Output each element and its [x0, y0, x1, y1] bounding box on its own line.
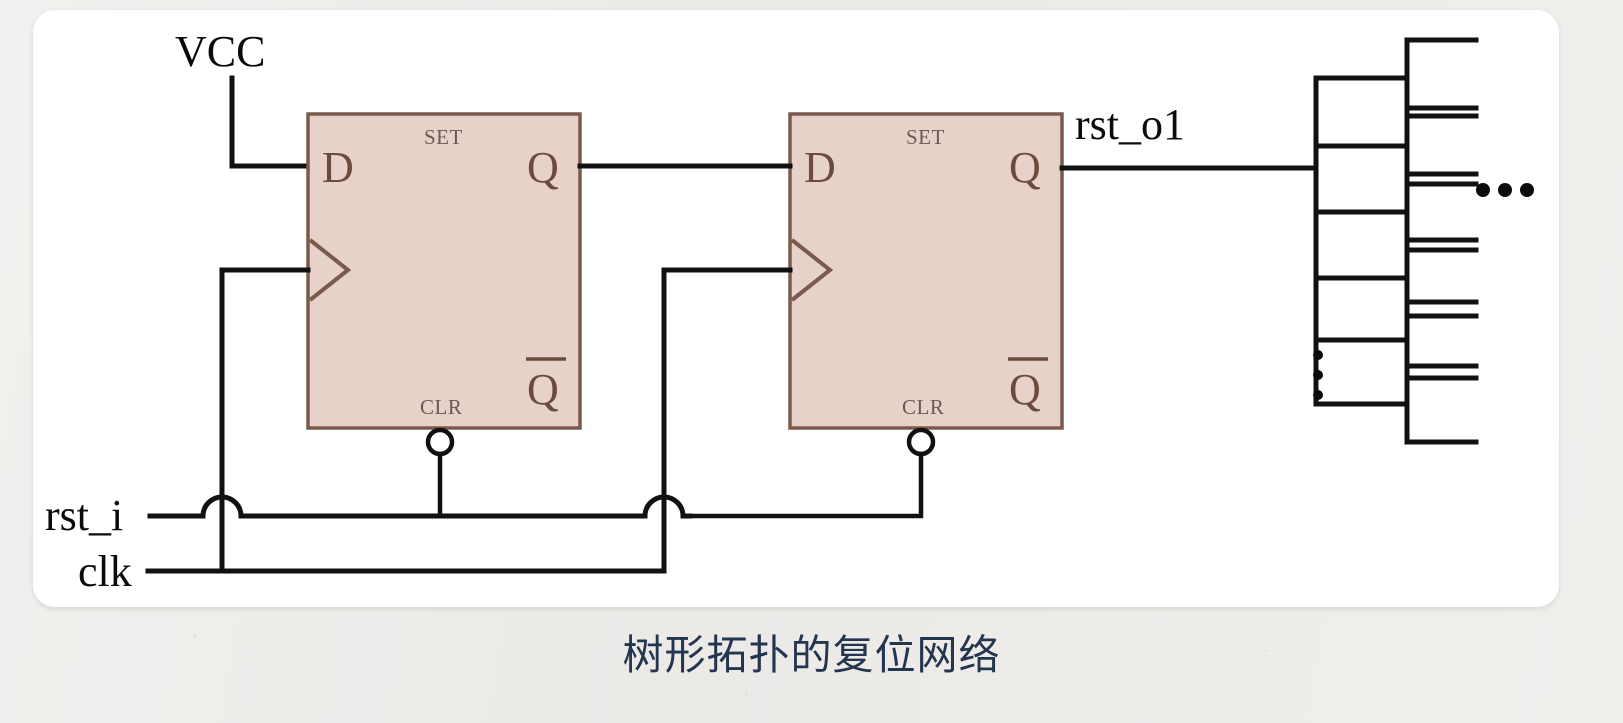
vcc-wire: [229, 75, 311, 169]
flipflop-2-clr-stem: [687, 451, 924, 519]
label-rst-i: rst_i: [45, 491, 123, 540]
reset-fanout-tree: [1313, 37, 1534, 445]
flipflop-1-pin-qbar: Q: [527, 365, 559, 414]
flipflop-2[interactable]: D SET Q CLR Q: [788, 112, 1064, 430]
flipflop-2-pin-set: SET: [906, 125, 945, 149]
tree-branch: [1313, 105, 1479, 187]
wire-rst-i: [147, 494, 693, 519]
label-vcc: VCC: [175, 27, 265, 76]
flipflop-2-pin-d: D: [804, 143, 836, 192]
flipflop-2-clock-triangle-icon: [790, 238, 834, 302]
flipflop-2-pin-q: Q: [1009, 143, 1041, 192]
tree-branch: [1313, 171, 1479, 253]
label-rst-o1: rst_o1: [1075, 100, 1185, 149]
flipflop-1-clock-triangle-icon: [308, 238, 352, 302]
flipflop-1-pin-set: SET: [424, 125, 463, 149]
flipflop-2-body: [788, 112, 1064, 430]
flipflop-1-body: [306, 112, 582, 430]
flipflop-1[interactable]: D SET Q CLR Q: [306, 112, 582, 430]
flipflop-2-clr-bubble-icon: [906, 427, 936, 457]
flipflop-1-pin-clr: CLR: [420, 395, 462, 419]
tree-branch: [1313, 363, 1479, 445]
label-clk: clk: [78, 547, 132, 596]
wire-clk-to-ff2: [219, 267, 793, 574]
tree-branch: [1313, 299, 1479, 381]
flipflop-1-clr-bubble-icon: [425, 427, 455, 457]
flipflop-1-pin-q: Q: [527, 143, 559, 192]
tree-branch: [1313, 37, 1479, 119]
wire-clk-to-ff1: [145, 267, 311, 574]
clr-net-ff2: [687, 427, 936, 519]
clr-net-ff1: [425, 427, 455, 519]
tree-horizontal-ellipsis-icon: [1476, 183, 1534, 197]
figure-caption: 树形拓扑的复位网络: [622, 631, 1001, 679]
flipflop-2-pin-clr: CLR: [902, 395, 944, 419]
tree-vertical-ellipsis-icon: [1313, 350, 1323, 400]
flipflop-2-pin-qbar: Q: [1009, 365, 1041, 414]
vcc-net: [229, 75, 311, 169]
flipflop-1-pin-d: D: [322, 143, 354, 192]
